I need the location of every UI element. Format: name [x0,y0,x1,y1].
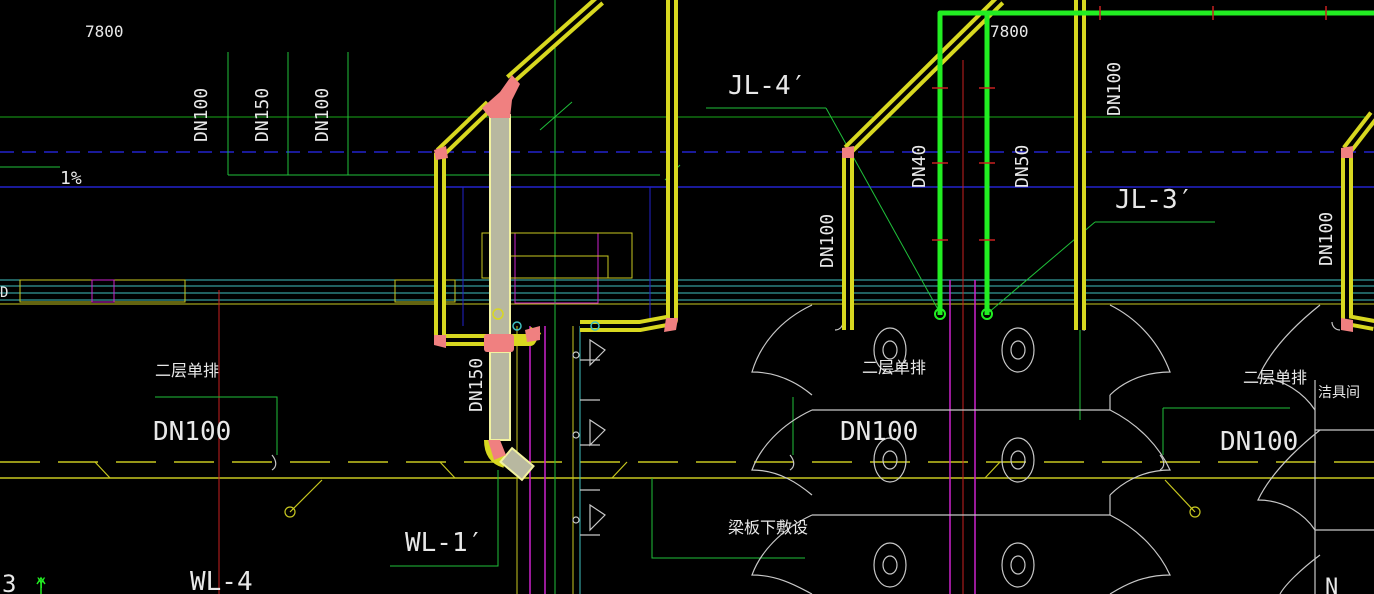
beam-note: 梁板下敷设 [728,518,808,537]
riser-label-wl4: WL-4 [190,567,253,594]
ucs-axis-icon [36,576,46,594]
water-supply-pipes [937,10,1374,315]
annotation-leaders [155,107,1290,567]
edge-label-d: D [0,285,8,301]
annotations: 7800 7800 1% DN100 DN150 DN100 DN100 DN4… [0,22,1360,594]
floor-drains [94,461,1201,518]
dimension-7800-right: 7800 [990,22,1029,41]
pipe-size-dn100-a: DN100 [191,88,212,142]
pipe-size-dn150-b: DN150 [466,358,487,412]
pipe-size-dn100-c: DN100 [817,214,838,268]
drain-pipes-core [438,0,1374,342]
dimension-7800-left: 7800 [85,22,124,41]
shaft-lines [481,232,976,594]
pipe-size-dn100-b: DN100 [312,88,333,142]
riser-label-jl3: JL-3′ [1115,185,1193,215]
pipe-size-dn40: DN40 [909,145,930,188]
pipe-size-dn100-h1: DN100 [153,417,231,447]
pipe-size-dn150-a: DN150 [252,88,273,142]
slope-label: 1% [60,168,82,189]
janitor-room-label: 洁具间 [1318,385,1360,401]
reference-lines [0,116,1374,479]
pipe-size-dn100-e: DN100 [1316,212,1337,266]
water-riser-tops [934,308,993,320]
pipe-size-dn100-h3: DN100 [1220,427,1298,457]
floor-drain-note-3: 二层单排 [1243,368,1307,387]
water-pipe-valves [932,6,1327,241]
pipe-size-dn100-h2: DN100 [840,417,918,447]
floor-drain-note-1: 二层单排 [155,361,219,380]
riser-label-wl1: WL-1′ [405,528,483,558]
drain-pipes [434,0,1374,346]
sanitary-fixtures [271,304,1374,594]
edge-label-3: 3 [2,570,16,594]
riser-label-jl4: JL-4′ [728,71,806,101]
pipe-size-dn100-d: DN100 [1104,62,1125,116]
edge-label-n: N [1325,575,1338,594]
floor-drain-note-2: 二层单排 [862,358,926,377]
pipe-fittings [434,75,1353,460]
pipe-size-dn50: DN50 [1012,145,1033,188]
